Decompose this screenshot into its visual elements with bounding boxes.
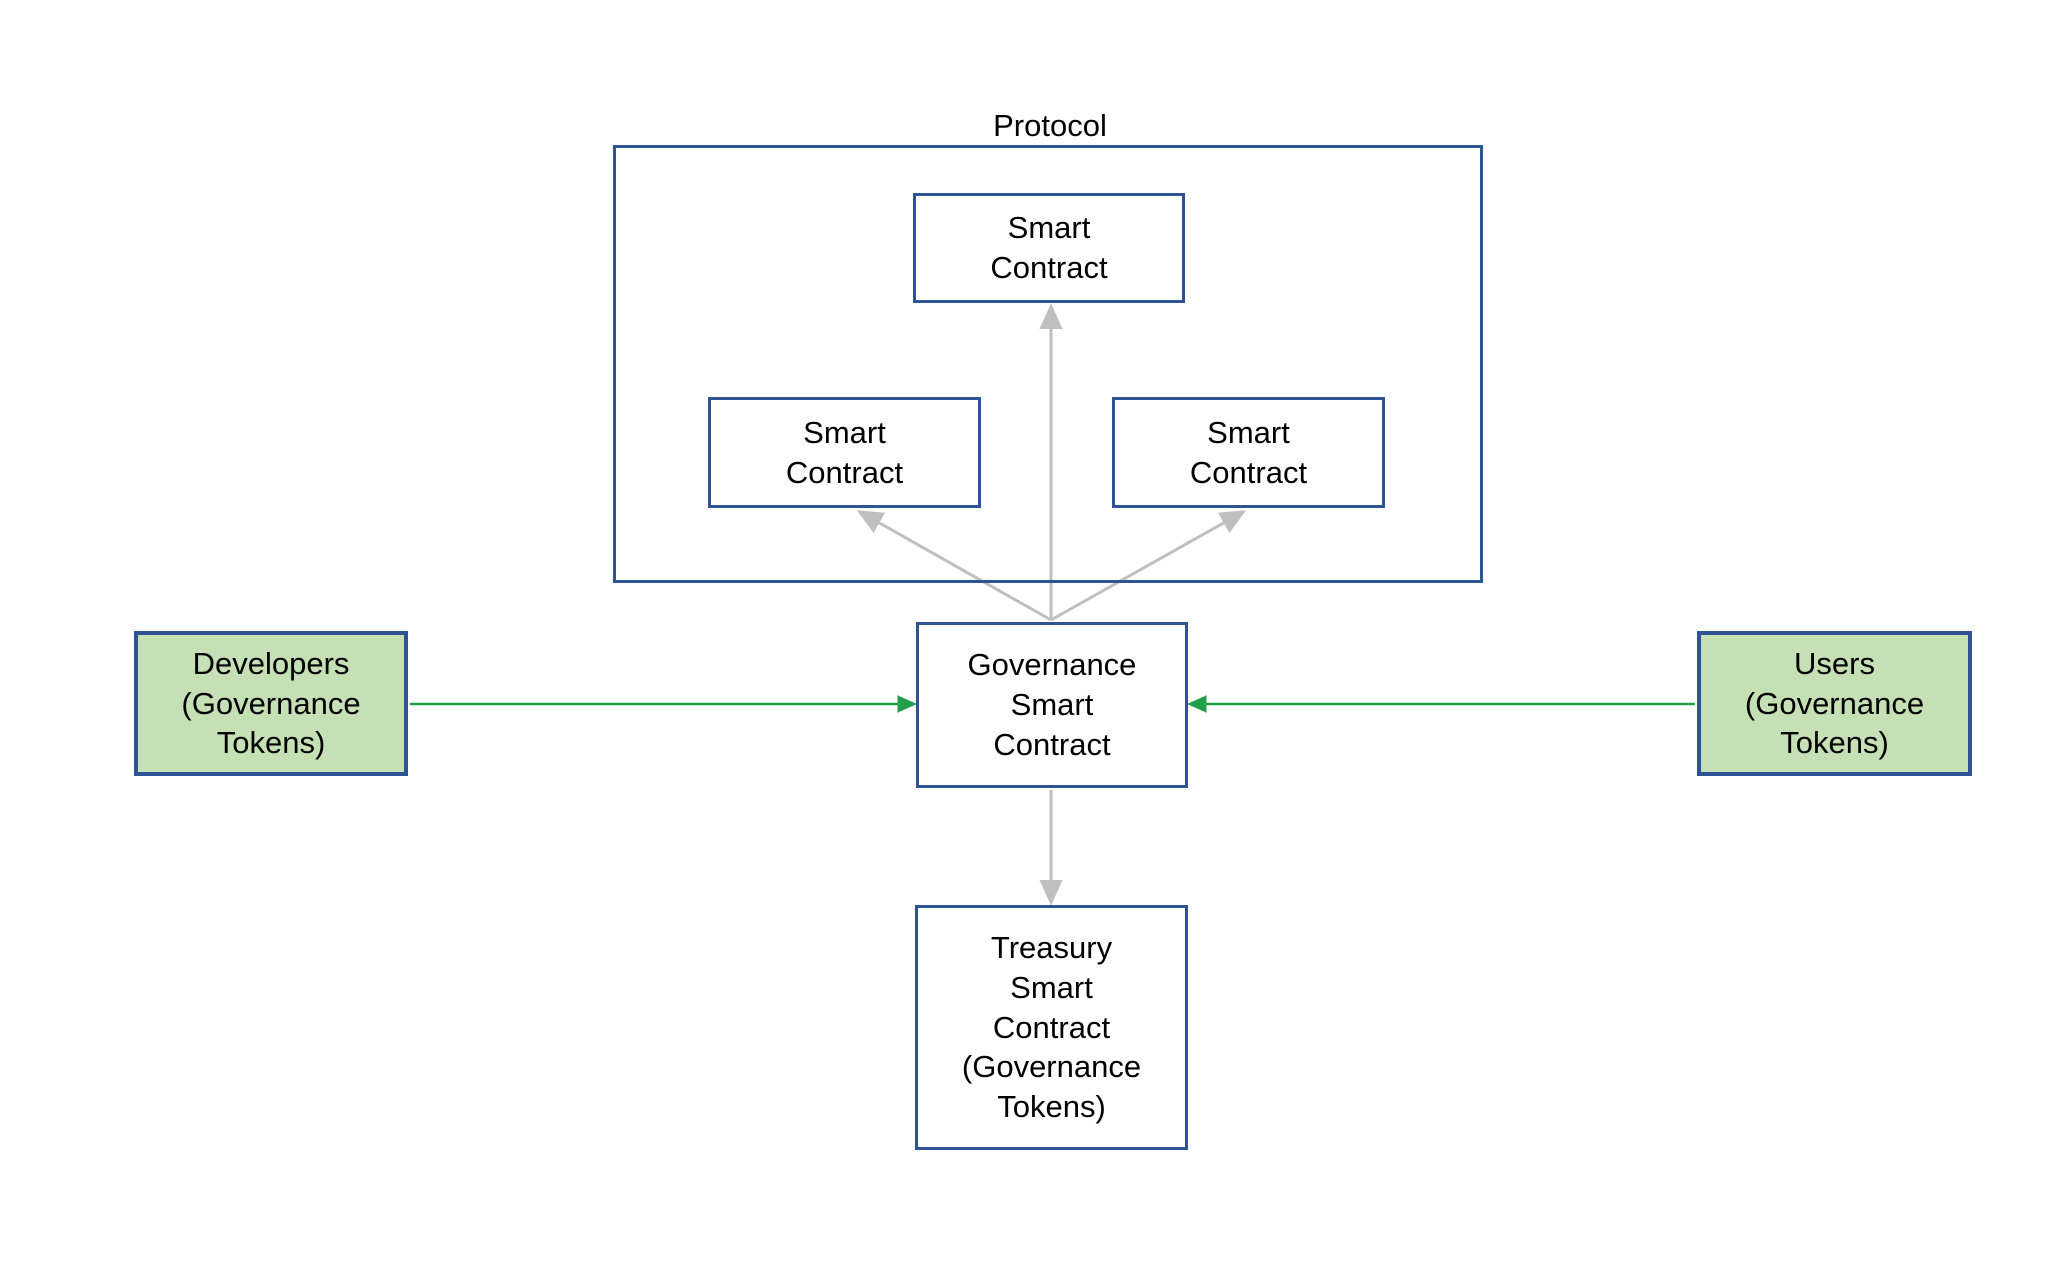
smart-contract-right[interactable]: Smart Contract bbox=[1112, 397, 1385, 508]
smart-contract-left[interactable]: Smart Contract bbox=[708, 397, 981, 508]
treasury-smart-contract[interactable]: Treasury Smart Contract (Governance Toke… bbox=[915, 905, 1188, 1150]
developers-actor[interactable]: Developers (Governance Tokens) bbox=[134, 631, 408, 776]
users-actor[interactable]: Users (Governance Tokens) bbox=[1697, 631, 1972, 776]
governance-smart-contract[interactable]: Governance Smart Contract bbox=[916, 622, 1188, 788]
protocol-group-box bbox=[613, 145, 1483, 583]
protocol-group-label: Protocol bbox=[993, 108, 1107, 143]
smart-contract-top[interactable]: Smart Contract bbox=[913, 193, 1185, 303]
